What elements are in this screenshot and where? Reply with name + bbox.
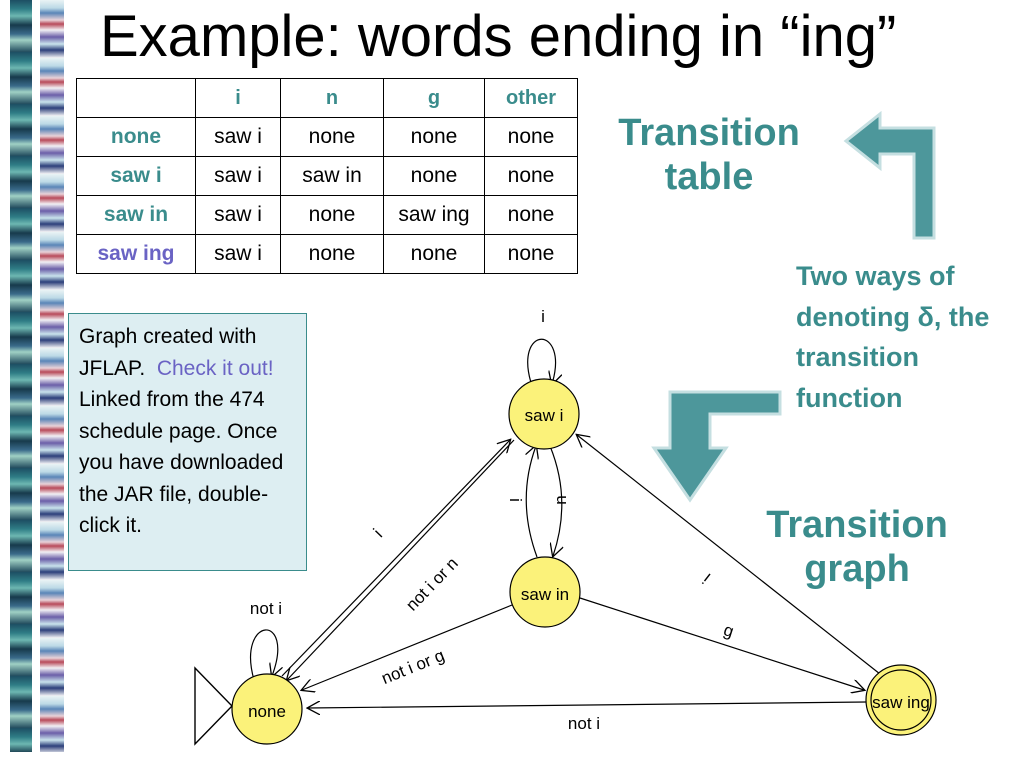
table-row: saw ing saw i none none none xyxy=(76,234,578,274)
state-label: saw in xyxy=(521,585,569,604)
edge-saw-i-to-none xyxy=(287,439,515,680)
row-header: saw i xyxy=(76,156,196,196)
state-label: none xyxy=(248,702,286,721)
edge-label: i xyxy=(699,570,714,587)
decorative-strip-right xyxy=(40,0,64,752)
table-cell: none xyxy=(484,234,578,274)
table-cell: saw i xyxy=(195,195,281,235)
info-text-2: Linked from the 474 schedule page. Once … xyxy=(79,388,284,537)
state-saw-ing-accept-ring xyxy=(870,669,932,731)
arrow-to-graph xyxy=(651,390,782,503)
table-cell: saw i xyxy=(195,156,281,196)
transition-table-label: Transition table xyxy=(618,112,800,198)
table-cell: saw ing xyxy=(383,195,485,235)
transition-graph-label: Transition graph xyxy=(766,504,948,590)
state-label: saw ing xyxy=(872,693,930,712)
row-header: saw ing xyxy=(76,234,196,274)
edge-label: not i xyxy=(250,599,282,618)
state-none xyxy=(231,673,303,745)
decorative-strip-left xyxy=(10,0,32,752)
table-cell: none xyxy=(280,234,384,274)
edge-label: i xyxy=(370,525,386,541)
table-header-row: i n g other xyxy=(76,78,578,118)
edge-saw-ing-to-none xyxy=(308,702,867,708)
edge-saw-in-to-saw-ing xyxy=(579,597,864,690)
table-row: none saw i none none none xyxy=(76,117,578,157)
row-header: saw in xyxy=(76,195,196,235)
state-label: saw i xyxy=(525,406,564,425)
row-header: none xyxy=(76,117,196,157)
table-cell: saw i xyxy=(195,234,281,274)
two-ways-note: Two ways of denoting δ, the transition f… xyxy=(796,261,990,413)
state-saw-ing xyxy=(865,664,937,736)
edge-label: n xyxy=(551,495,570,504)
loop-none xyxy=(249,629,278,681)
column-header: other xyxy=(484,78,578,118)
slide-title: Example: words ending in “ing” xyxy=(100,4,897,69)
column-header: g xyxy=(383,78,485,118)
edge-none-to-saw-i xyxy=(281,440,510,677)
table-cell: none xyxy=(383,234,485,274)
transition-table: i n g other none saw i none none none sa… xyxy=(76,78,578,274)
table-cell: saw in xyxy=(280,156,384,196)
edge-saw-ing-to-saw-i xyxy=(577,435,881,675)
info-box: Graph created with JFLAP. Check it out! … xyxy=(68,313,307,571)
edge-saw-i-to-saw-in xyxy=(549,445,562,556)
loop-saw-i xyxy=(527,338,556,386)
edge-label: i xyxy=(541,307,545,326)
edge-label: g xyxy=(721,620,736,641)
state-saw-i xyxy=(508,378,580,450)
table-cell: none xyxy=(484,156,578,196)
table-cell: none xyxy=(383,117,485,157)
arrow-to-table xyxy=(843,110,936,240)
edge-label: not i or g xyxy=(379,646,447,688)
info-text: Graph created with JFLAP. xyxy=(79,325,257,380)
edge-label: not i or n xyxy=(402,554,462,615)
edge-label: i xyxy=(506,498,525,502)
state-saw-in xyxy=(509,556,581,628)
table-cell: saw i xyxy=(195,117,281,157)
edge-label: not i xyxy=(568,714,600,733)
table-cell: none xyxy=(280,195,384,235)
jflap-link[interactable]: Check it out! xyxy=(156,356,274,380)
edge-saw-in-to-saw-i xyxy=(526,446,537,558)
edge-saw-in-to-none xyxy=(302,604,513,690)
start-triangle xyxy=(194,666,233,746)
